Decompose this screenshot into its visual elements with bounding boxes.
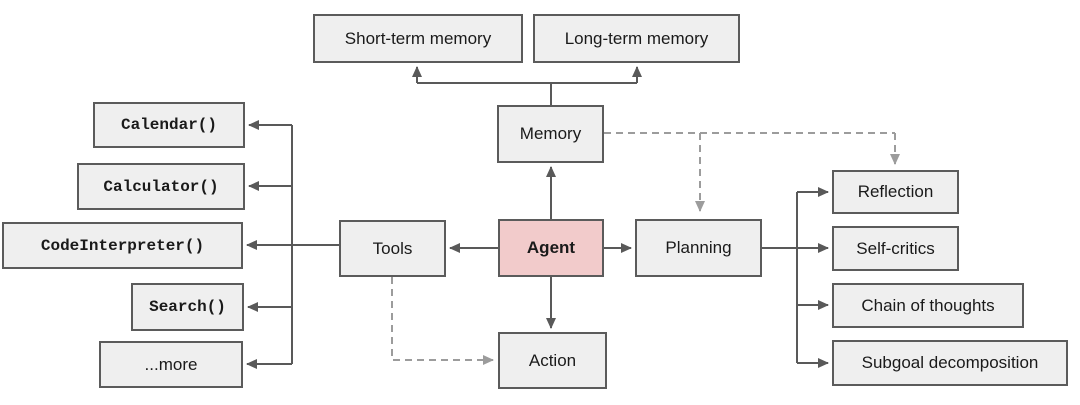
node-code-interpreter: CodeInterpreter() (2, 222, 243, 269)
node-self-critics: Self-critics (832, 226, 959, 271)
node-tools: Tools (339, 220, 446, 277)
node-memory: Memory (497, 105, 604, 163)
node-subgoal-decomposition: Subgoal decomposition (832, 340, 1068, 386)
edge-tools-trunk (291, 125, 339, 364)
node-action: Action (498, 332, 607, 389)
node-search: Search() (131, 283, 244, 331)
node-reflection: Reflection (832, 170, 959, 214)
node-calendar: Calendar() (93, 102, 245, 148)
node-calculator: Calculator() (77, 163, 245, 210)
edge-planning-trunk (762, 192, 798, 363)
node-chain-of-thoughts: Chain of thoughts (832, 283, 1024, 328)
node-more: ...more (99, 341, 243, 388)
edge-tools-action-dashed (391, 277, 494, 365)
node-long-term-memory: Long-term memory (533, 14, 740, 63)
edge-memory-reflection-dashed (604, 132, 895, 164)
node-agent: Agent (498, 219, 604, 277)
edge-memory-junction (417, 82, 637, 105)
node-planning: Planning (635, 219, 762, 277)
node-short-term-memory: Short-term memory (313, 14, 523, 63)
